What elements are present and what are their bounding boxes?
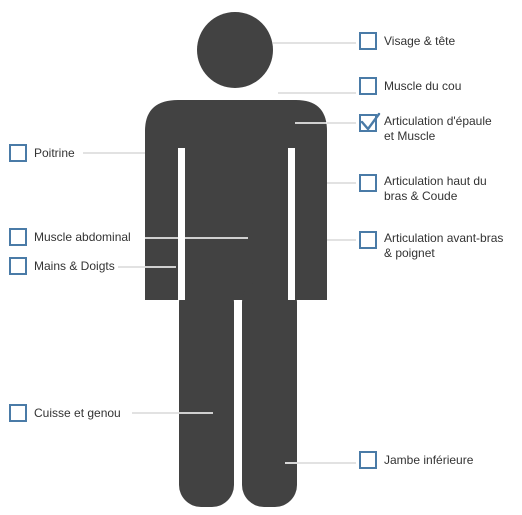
checkbox-forearm-wrist[interactable] [359, 231, 377, 249]
option-abdominal-label: Muscle abdominal [34, 230, 131, 244]
figure-head [197, 12, 273, 88]
option-head-label: Visage & tête [384, 34, 456, 48]
option-chest[interactable]: Poitrine [9, 144, 75, 162]
option-forearm-wrist-label: Articulation avant-bras & poignet [384, 231, 504, 260]
checkmark-icon [360, 112, 381, 131]
option-shoulder-label: Articulation d'épaule et Muscle [384, 114, 492, 143]
figure-left-arm [145, 200, 178, 291]
option-neck-muscle-label: Muscle du cou [384, 79, 462, 93]
figure-right-arm [294, 200, 327, 291]
checkbox-abdominal[interactable] [9, 228, 27, 246]
checkbox-neck-muscle[interactable] [359, 77, 377, 95]
checkbox-upper-arm-elbow[interactable] [359, 174, 377, 192]
checkbox-thigh-knee[interactable] [9, 404, 27, 422]
option-hands-fingers[interactable]: Mains & Doigts [9, 257, 115, 275]
option-shoulder[interactable]: Articulation d'épaule et Muscle [359, 112, 492, 144]
option-abdominal[interactable]: Muscle abdominal [9, 228, 131, 246]
option-lower-leg-label: Jambe inférieure [384, 453, 474, 467]
left-arm-gap [178, 148, 185, 300]
figure-left-leg [179, 280, 234, 507]
option-head[interactable]: Visage & tête [359, 32, 455, 50]
figure-right-leg [242, 280, 297, 507]
option-lower-leg[interactable]: Jambe inférieure [359, 451, 473, 469]
option-forearm-wrist[interactable]: Articulation avant-bras & poignet [359, 231, 503, 261]
leg-gap [234, 300, 242, 515]
right-arm-gap [288, 148, 295, 300]
checkbox-head[interactable] [359, 32, 377, 50]
checkbox-shoulder[interactable] [359, 112, 381, 132]
option-chest-label: Poitrine [34, 146, 75, 160]
checkbox-hands-fingers[interactable] [9, 257, 27, 275]
figure-torso [145, 100, 327, 300]
option-hands-fingers-label: Mains & Doigts [34, 259, 115, 273]
checkbox-chest[interactable] [9, 144, 27, 162]
option-upper-arm-elbow-label: Articulation haut du bras & Coude [384, 174, 487, 203]
checkbox-lower-leg[interactable] [359, 451, 377, 469]
option-neck-muscle[interactable]: Muscle du cou [359, 77, 461, 95]
option-thigh-knee-label: Cuisse et genou [34, 406, 121, 420]
option-upper-arm-elbow[interactable]: Articulation haut du bras & Coude [359, 174, 487, 204]
option-thigh-knee[interactable]: Cuisse et genou [9, 404, 121, 422]
